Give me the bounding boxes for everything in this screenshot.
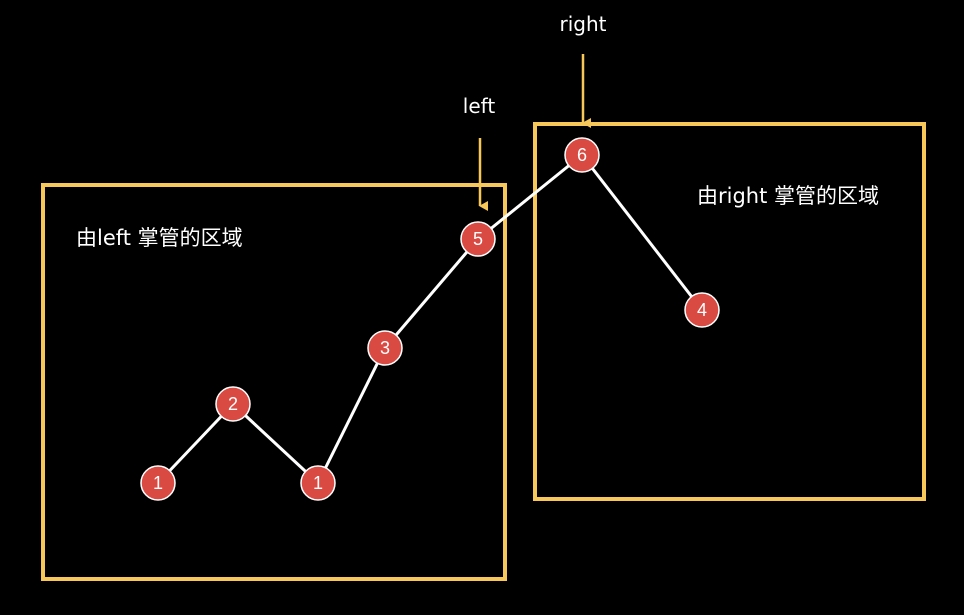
right-region-box [533, 122, 926, 501]
node-value-0: 1 [153, 473, 163, 493]
nodes-group: 1 2 1 3 5 6 4 [140, 137, 720, 501]
node-value-6: 4 [697, 300, 707, 320]
edge-3-4 [383, 238, 480, 349]
node-value-2: 1 [313, 473, 323, 493]
edge-5-6 [580, 154, 704, 311]
node-value-1: 2 [228, 394, 238, 414]
edge-0-1 [156, 402, 235, 485]
edge-2-3 [316, 347, 387, 484]
left-region-box [41, 183, 507, 581]
node-value-3: 3 [380, 338, 390, 358]
edge-4-5 [477, 153, 583, 241]
right-pointer-label: right [560, 12, 607, 36]
left-pointer-label: left [463, 94, 496, 118]
node-circle-4 [460, 221, 496, 257]
node-value-5: 6 [577, 145, 587, 165]
node-circle-1 [215, 386, 251, 422]
node-circle-6 [684, 292, 720, 328]
edges-group [156, 153, 704, 485]
right-region-label: 由right 掌管的区域 [697, 184, 879, 208]
node-circle-5 [564, 137, 600, 173]
node-circle-2 [300, 465, 336, 501]
node-value-4: 5 [473, 229, 483, 249]
node-circle-0 [140, 465, 176, 501]
node-circle-3 [367, 330, 403, 366]
edge-1-2 [231, 402, 320, 485]
left-region-label: 由left 掌管的区域 [76, 226, 243, 250]
